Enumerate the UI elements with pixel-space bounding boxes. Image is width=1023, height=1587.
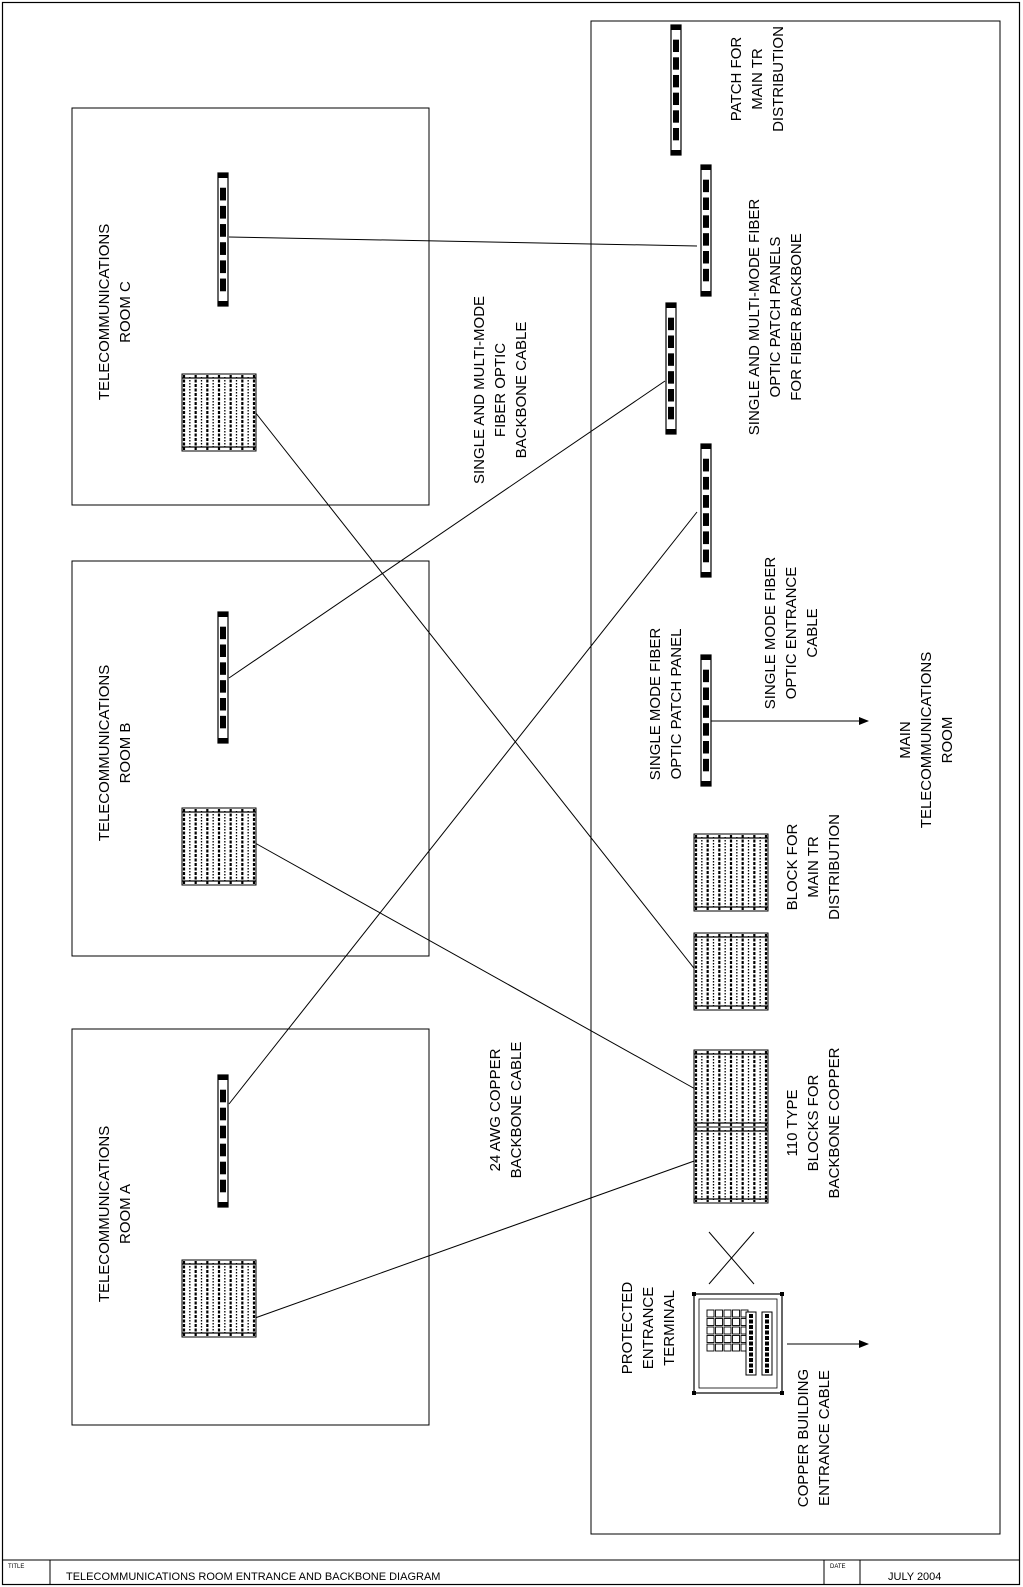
svg-text:SINGLE AND MULTI-MODE: SINGLE AND MULTI-MODE [471,296,488,484]
svg-text:ROOM C: ROOM C [117,281,134,343]
copper-backbone-label: 24 AWG COPPER BACKBONE CABLE [487,1042,525,1179]
svg-text:MAIN: MAIN [897,721,914,759]
svg-text:FOR FIBER BACKBONE: FOR FIBER BACKBONE [788,233,805,401]
room-b-label: TELECOMMUNICATIONS ROOM B [96,665,134,841]
room-c-patch-panel [217,172,229,307]
svg-text:MAIN TR: MAIN TR [805,836,822,898]
backbone-copper-block-room-a [693,1126,769,1204]
svg-text:SINGLE AND MULTI-MODE FIBER: SINGLE AND MULTI-MODE FIBER [746,199,763,436]
main-tr-distribution-patch-panel [670,24,682,156]
backbone-copper-block-room-b [693,1049,769,1128]
svg-text:24 AWG COPPER: 24 AWG COPPER [487,1048,504,1171]
svg-text:ROOM B: ROOM B [117,723,134,784]
protected-terminal-label: PROTECTED ENTRANCE TERMINAL [619,1282,678,1375]
copper-cable-room-a [254,1159,698,1319]
svg-text:OPTIC PATCH PANELS: OPTIC PATCH PANELS [767,237,784,398]
backbone-copper-block-room-c [693,932,769,1011]
svg-text:SINGLE MODE FIBER: SINGLE MODE FIBER [762,557,779,710]
title-caption: TITLE [8,1564,24,1570]
room-c-frame [71,107,430,506]
fiber-backbone-patch-panel-2 [665,302,677,435]
svg-text:BACKBONE CABLE: BACKBONE CABLE [508,1042,525,1179]
x-symbol [708,1231,755,1285]
fiber-backbone-label: SINGLE AND MULTI-MODE FIBER OPTIC BACKBO… [471,296,530,484]
svg-text:BLOCKS FOR: BLOCKS FOR [805,1074,822,1171]
main-room-frame [590,20,1001,1535]
room-b-patch-panel [217,611,229,744]
svg-text:PROTECTED: PROTECTED [619,1282,636,1375]
date-caption: DATE [830,1564,846,1570]
diagram-title: TELECOMMUNICATIONS ROOM ENTRANCE AND BAC… [66,1571,440,1583]
room-a-patch-panel [217,1074,229,1208]
svg-text:DISTRIBUTION: DISTRIBUTION [770,26,787,132]
svg-text:TELECOMMUNICATIONS: TELECOMMUNICATIONS [96,224,113,400]
main-room-label: MAIN TELECOMMUNICATIONS ROOM [897,652,956,828]
svg-text:TELECOMMUNICATIONS: TELECOMMUNICATIONS [918,652,935,828]
main-tr-distribution-block [693,833,769,912]
svg-text:ROOM: ROOM [939,717,956,764]
copper-entrance-label: COPPER BUILDING ENTRANCE CABLE [795,1369,833,1507]
svg-text:BACKBONE COPPER: BACKBONE COPPER [826,1047,843,1198]
svg-text:ENTRANCE: ENTRANCE [640,1287,657,1370]
room-b-frame [71,560,430,957]
svg-text:ROOM A: ROOM A [117,1184,134,1244]
fiber-cable-room-a [228,511,698,1105]
svg-text:BLOCK FOR: BLOCK FOR [784,823,801,910]
fiber-patch-panels-label: SINGLE AND MULTI-MODE FIBER OPTIC PATCH … [746,199,805,436]
fiber-cable-room-c [228,236,698,247]
single-mode-patch-panel [700,654,712,787]
fiber-backbone-patch-panel-1 [700,164,712,297]
svg-text:MAIN TR: MAIN TR [749,48,766,110]
svg-text:TELECOMMUNICATIONS: TELECOMMUNICATIONS [96,1126,113,1302]
single-mode-panel-label: SINGLE MODE FIBER OPTIC PATCH PANEL [647,628,685,781]
protected-entrance-terminal [692,1292,784,1395]
single-mode-entrance-label: SINGLE MODE FIBER OPTIC ENTRANCE CABLE [762,557,821,710]
room-b-110-block [181,807,257,886]
diagram-date: JULY 2004 [888,1571,941,1583]
fiber-cable-room-b [228,380,666,679]
svg-text:OPTIC PATCH PANEL: OPTIC PATCH PANEL [668,629,685,780]
fiber-backbone-patch-panel-3 [700,443,712,578]
svg-text:FIBER OPTIC: FIBER OPTIC [492,343,509,437]
svg-text:TELECOMMUNICATIONS: TELECOMMUNICATIONS [96,665,113,841]
svg-text:ENTRANCE CABLE: ENTRANCE CABLE [816,1370,833,1506]
svg-text:CABLE: CABLE [804,608,821,657]
room-c-110-block [181,373,257,452]
svg-text:DISTRIBUTION: DISTRIBUTION [826,814,843,920]
room-a-110-block [181,1259,257,1338]
copper-cable-room-b [254,842,698,1091]
block-main-tr-label: BLOCK FOR MAIN TR DISTRIBUTION [784,814,843,920]
svg-text:PATCH FOR: PATCH FOR [728,37,745,122]
copper-cable-room-c [254,411,698,973]
svg-text:SINGLE MODE FIBER: SINGLE MODE FIBER [647,628,664,781]
svg-text:BACKBONE CABLE: BACKBONE CABLE [513,322,530,459]
room-a-frame [71,1028,430,1426]
svg-text:TERMINAL: TERMINAL [661,1290,678,1366]
type-110-blocks-label: 110 TYPE BLOCKS FOR BACKBONE COPPER [784,1047,843,1198]
room-a-label: TELECOMMUNICATIONS ROOM A [96,1126,134,1302]
svg-text:110 TYPE: 110 TYPE [784,1090,801,1157]
room-c-label: TELECOMMUNICATIONS ROOM C [96,224,134,400]
patch-main-tr-label: PATCH FOR MAIN TR DISTRIBUTION [728,26,787,132]
svg-text:OPTIC ENTRANCE: OPTIC ENTRANCE [783,567,800,700]
title-block: TITLE TELECOMMUNICATIONS ROOM ENTRANCE A… [2,1559,1020,1584]
svg-text:COPPER BUILDING: COPPER BUILDING [795,1369,812,1507]
